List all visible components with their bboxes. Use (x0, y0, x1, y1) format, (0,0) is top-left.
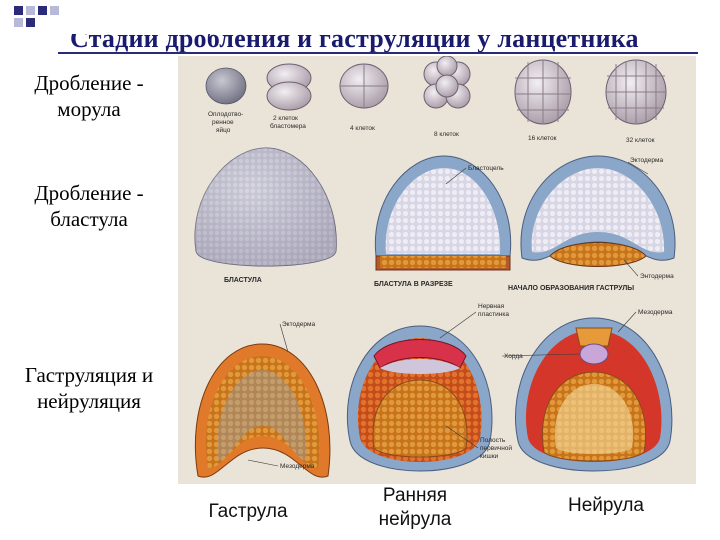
label-neural-line2: пластинка (478, 311, 509, 318)
label-eight-cell: 8 клеток (434, 131, 459, 138)
row-label-blastula: Дробление - бластула (0, 180, 178, 232)
row-label-morula-line1: Дробление - (34, 71, 144, 95)
row-label-gastrulation-line2: нейруляция (37, 389, 141, 413)
label-ectoderm-top: Эктодерма (630, 157, 663, 164)
slide-title: Стадии дробления и гаструляции у ланцетн… (70, 24, 639, 53)
egg-stage-figure (205, 67, 247, 105)
label-egg-line2: ренное (212, 119, 234, 126)
label-pointer-lines (247, 161, 649, 467)
caption-gastrula: Гаструла (208, 501, 288, 522)
row-label-morula: Дробление - морула (0, 70, 178, 122)
illustration-svg: Оплодотво- ренное яйцо 2 клеток бластоме… (194, 56, 676, 478)
title-underline (58, 52, 698, 54)
thirtytwo-cell-stage-figure (605, 59, 667, 125)
label-neural-line1: Нервная (478, 303, 505, 310)
two-cell-stage-figure (266, 63, 312, 111)
row-label-morula-line2: морула (57, 97, 121, 121)
four-cell-stage-figure (339, 63, 389, 109)
sixteen-cell-stage-figure (514, 59, 572, 125)
caption-neurula: Нейрула (568, 495, 644, 516)
label-two-cell-line1: 2 клеток (273, 115, 298, 122)
label-four-cell: 4 клеток (350, 125, 375, 132)
embryology-illustration: Оплодотво- ренное яйцо 2 клеток бластоме… (178, 56, 696, 484)
eight-cell-stage-figure (423, 56, 471, 109)
neurula-figure (514, 317, 673, 472)
row-label-gastrulation-line1: Гаструляция и (24, 363, 154, 387)
early-neurula-figure (346, 325, 493, 472)
label-egg-line3: яйцо (216, 126, 231, 134)
label-blastocoel: Бластоцель (468, 165, 504, 172)
label-notochord: Хорда (504, 353, 523, 360)
caption-early-neurula-line1: Ранняя (382, 485, 448, 506)
label-mesoderm-bottom: Мезодерма (280, 463, 315, 470)
label-ectoderm-mid: Эктодерма (282, 321, 315, 328)
label-blastula: БЛАСТУЛА (224, 277, 262, 284)
label-cavity-line2: первичной (480, 444, 512, 452)
row-label-blastula-line2: бластула (50, 207, 128, 231)
label-mesoderm-right: Мезодерма (638, 309, 673, 316)
label-endoderm: Энтодерма (640, 273, 674, 280)
blastula-section-figure (374, 155, 512, 271)
row-label-gastrulation: Гаструляция и нейруляция (0, 362, 178, 414)
row-label-blastula-line1: Дробление - (34, 181, 144, 205)
early-gastrula-figure (520, 155, 676, 267)
label-cavity-line3: кишки (480, 453, 499, 460)
blastula-figure (194, 147, 337, 267)
label-egg-line1: Оплодотво- (208, 111, 243, 118)
label-cavity-line1: Полость (480, 437, 506, 444)
label-blastula-section: БЛАСТУЛА В РАЗРЕЗЕ (374, 281, 453, 288)
caption-early-neurula-line2: нейрула (378, 509, 452, 530)
corner-squares-decoration (14, 6, 59, 27)
label-two-cell-line2: бластомера (270, 122, 306, 130)
gastrula-figure (194, 343, 331, 478)
label-gastrulation-start: НАЧАЛО ОБРАЗОВАНИЯ ГАСТРУЛЫ (508, 285, 634, 292)
caption-early-neurula: Ранняя нейрула (350, 484, 480, 532)
label-sixteen-cell: 16 клеток (528, 135, 557, 142)
label-thirtytwo-cell: 32 клеток (626, 137, 655, 144)
